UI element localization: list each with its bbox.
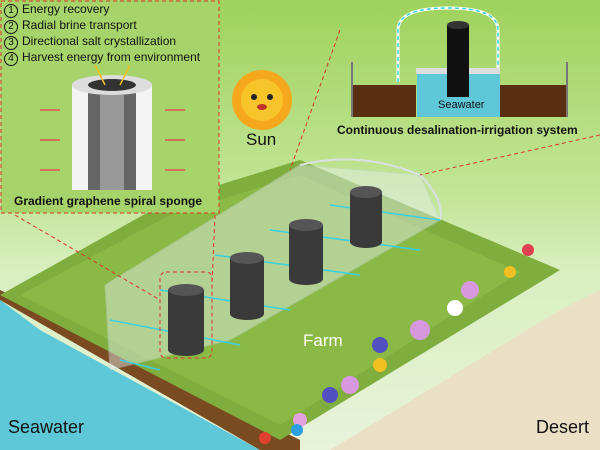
- seawater-area: [0, 300, 260, 450]
- flower-border: [259, 244, 534, 444]
- step-number: 1: [4, 4, 18, 18]
- sun-label: Sun: [246, 130, 277, 149]
- legend-text: Directional salt crystallization: [22, 34, 177, 48]
- desalination-system-diagram: [351, 6, 568, 117]
- spiral-sponge-illustration: [40, 64, 185, 190]
- legend-text: Harvest energy from environment: [22, 50, 201, 64]
- step-number: 2: [4, 20, 18, 34]
- sponge-cylinders: [168, 186, 382, 356]
- system-caption: Continuous desalination-irrigation syste…: [337, 123, 578, 137]
- farm-label: Farm: [303, 331, 343, 350]
- legend-item: 4 Harvest energy from environment: [4, 50, 200, 66]
- legend-text: Radial brine transport: [22, 18, 137, 32]
- grass-texture: [20, 175, 520, 425]
- legend-text: Energy recovery: [22, 2, 110, 16]
- desert-label: Desert: [536, 417, 590, 437]
- desert-area: [330, 290, 600, 450]
- step-number: 3: [4, 36, 18, 50]
- sponge-highlight-box: [159, 271, 213, 359]
- legend-item: 3 Directional salt crystallization: [4, 34, 200, 50]
- seawater-label: Seawater: [8, 417, 85, 437]
- legend-item: 2 Radial brine transport: [4, 18, 200, 34]
- callout-lines: [14, 29, 600, 301]
- legend-item: 1 Energy recovery: [4, 2, 200, 18]
- greenhouse-arch: [299, 158, 442, 221]
- sun-icon: [232, 70, 292, 130]
- tank-label: Seawater: [438, 99, 485, 111]
- step-number: 4: [4, 52, 18, 66]
- mechanism-legend: 1 Energy recovery 2 Radial brine transport…: [4, 2, 200, 66]
- sponge-caption: Gradient graphene spiral sponge: [14, 194, 203, 208]
